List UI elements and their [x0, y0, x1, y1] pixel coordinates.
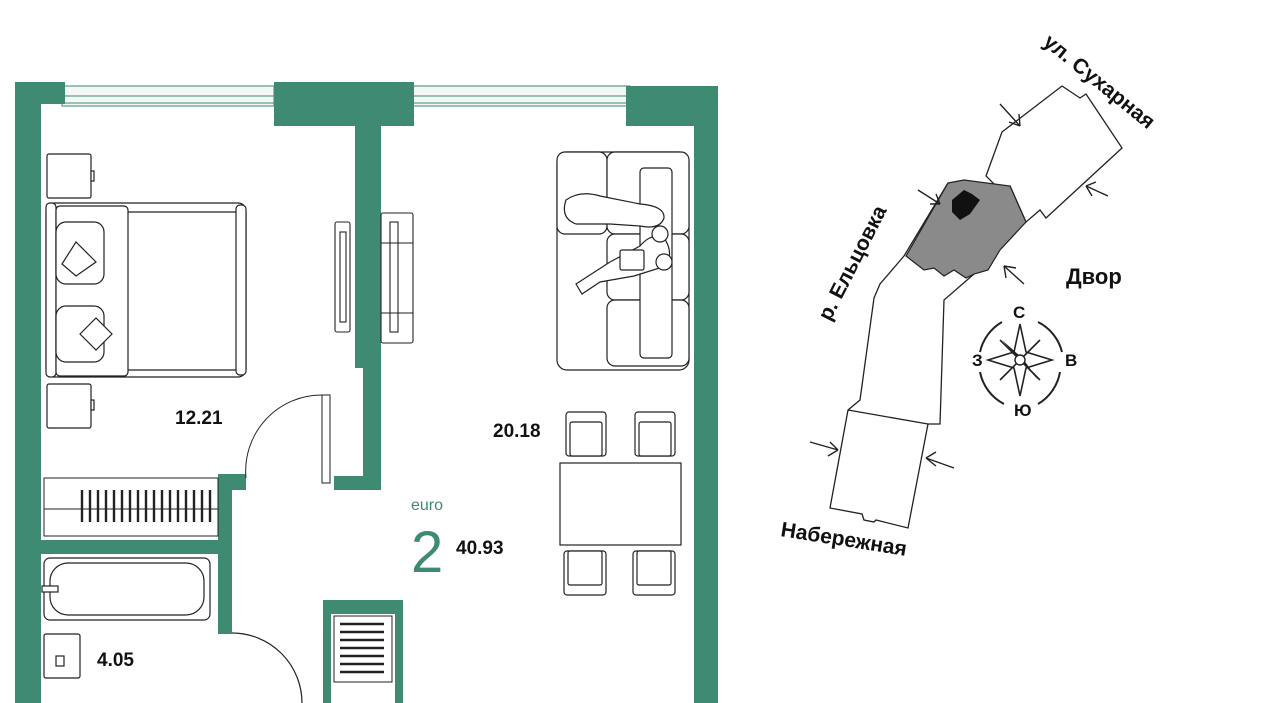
apartment-plan: 12.21 20.18 4.05 euro 2 40.93	[15, 82, 718, 703]
window-bedroom	[61, 85, 275, 107]
tv-units	[334, 212, 414, 344]
rooms-count: 2	[411, 520, 443, 585]
room-area-bedroom: 12.21	[175, 408, 223, 429]
radiator-bedroom	[43, 477, 219, 537]
street-label-top: ул. Сухарная	[1039, 30, 1159, 134]
radiator-hall	[333, 615, 393, 683]
nightstand-bottom	[46, 383, 92, 429]
building-outline	[829, 85, 1123, 529]
site-map: ул. Сухарная р. Ельцовка Набережная Двор…	[779, 30, 1159, 561]
layout-type-label: euro	[411, 497, 443, 514]
street-label-bottom: Набережная	[779, 518, 908, 561]
window-living	[411, 85, 631, 107]
compass-east: В	[1065, 351, 1077, 370]
dining-table	[559, 462, 682, 546]
sofa	[556, 151, 690, 371]
compass-south: Ю	[1014, 401, 1032, 420]
bedroom-furniture	[45, 153, 247, 429]
unit-marker	[952, 190, 980, 220]
bedroom-door	[245, 394, 331, 484]
room-area-bathroom: 4.05	[97, 650, 134, 671]
nightstand-top	[46, 153, 92, 199]
dining-set	[559, 411, 682, 596]
bathroom-fixtures	[41, 557, 303, 703]
yard-label: Двор	[1066, 264, 1122, 289]
walls	[15, 82, 718, 703]
street-label-left: р. Ельцовка	[814, 202, 892, 325]
total-area: 40.93	[456, 538, 504, 559]
compass-north: С	[1013, 303, 1025, 322]
room-area-living: 20.18	[493, 421, 541, 442]
compass-west: З	[972, 351, 983, 370]
entrance-arrow-icon	[809, 103, 1109, 469]
compass-rose-icon	[979, 321, 1063, 405]
